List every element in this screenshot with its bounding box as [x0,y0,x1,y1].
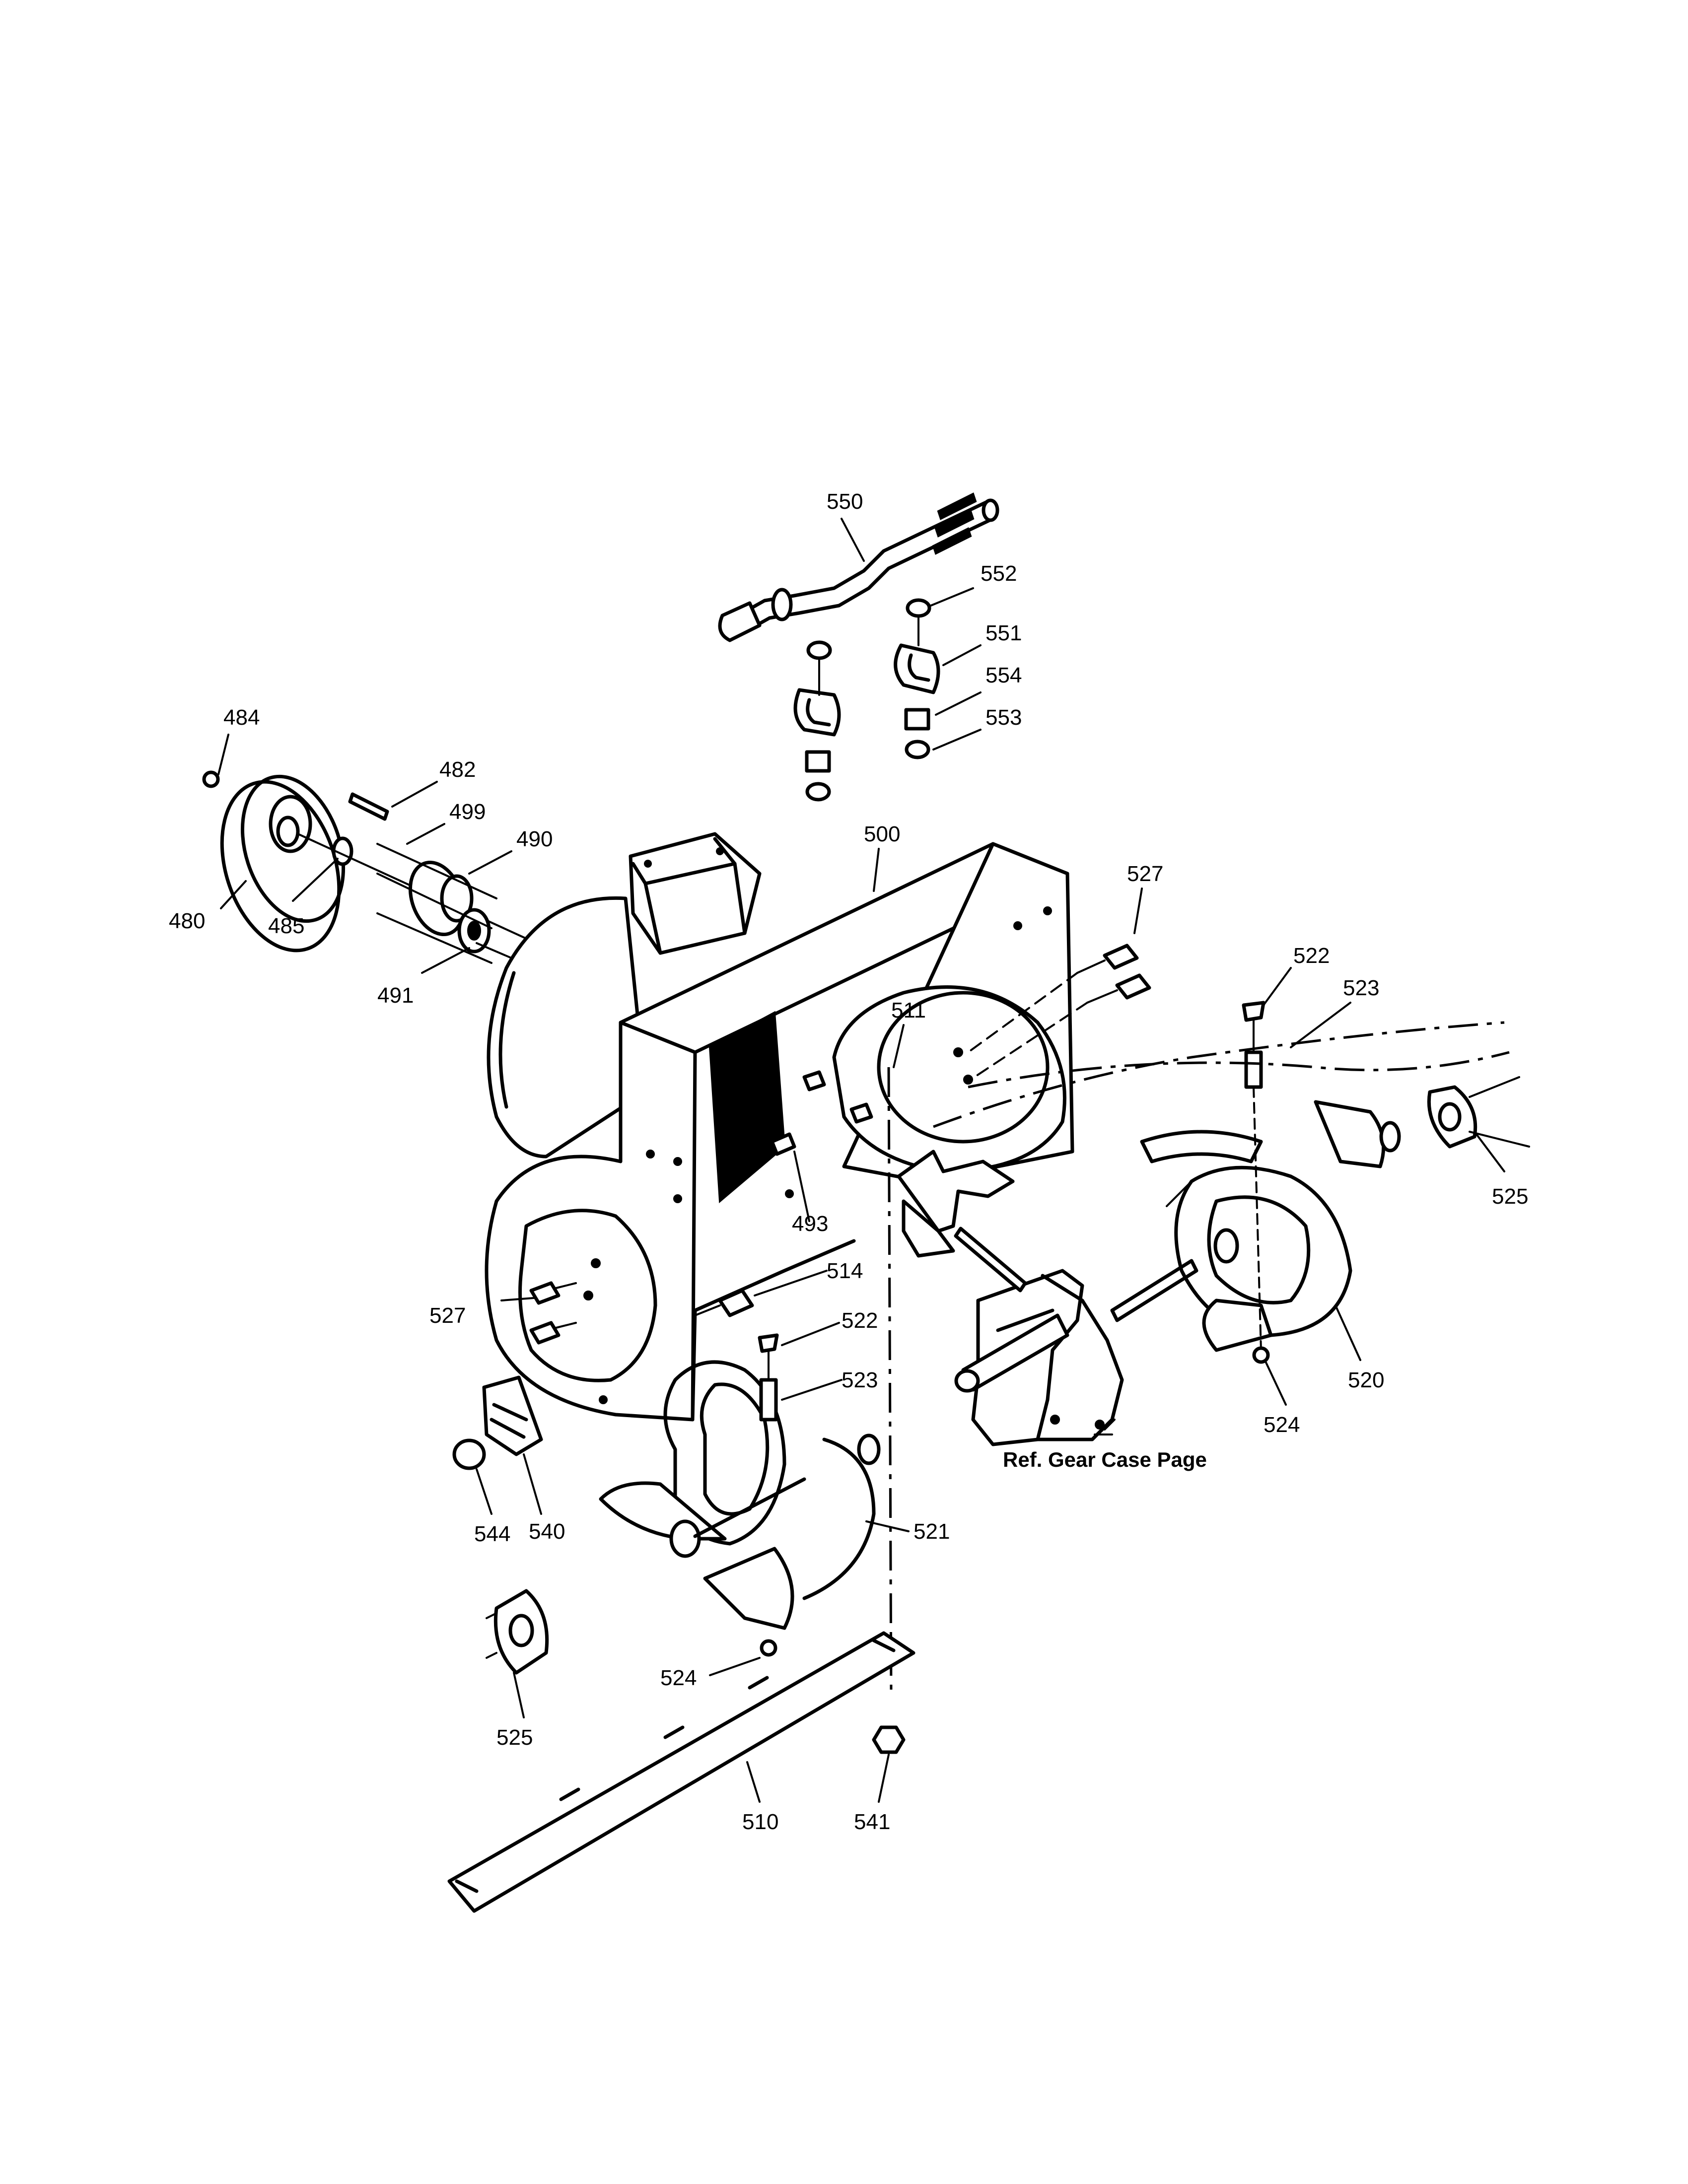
bearing-flange-left [486,1589,549,1675]
callout-522-lower: 522 [842,1308,878,1333]
callout-500: 500 [864,822,900,846]
callout-525-right: 525 [1492,1184,1528,1209]
hex-nut [872,1725,906,1754]
bearing-flange-right [1427,1076,1530,1149]
centerline-upper [933,1021,1505,1128]
callout-553: 553 [985,705,1022,730]
auger-right [1140,1100,1401,1352]
callout-527-lower: 527 [429,1303,466,1328]
key [348,792,389,821]
pulley [202,770,537,953]
callout-540: 540 [529,1519,565,1544]
shave-plate [447,1631,915,1913]
callout-522-upper: 522 [1293,944,1330,968]
gear-case [954,1227,1198,1446]
callout-511: 511 [891,998,926,1023]
crank-bracket-right [894,598,940,759]
skid-shoe [482,1375,543,1456]
callout-552: 552 [981,561,1017,586]
bolts-left-side [529,1281,577,1345]
crank-bracket-left [793,640,841,802]
callout-524-right: 524 [1264,1413,1300,1437]
centerline-lower [968,1051,1510,1089]
auger-left [599,1360,881,1630]
callout-480: 480 [169,909,205,933]
callout-544: 544 [474,1522,510,1546]
callout-499: 499 [449,800,486,824]
shear-bolt-left [758,1333,779,1657]
shave-bracket [897,1150,1015,1258]
callout-550: 550 [827,489,863,514]
callout-527-upper: 527 [1127,862,1163,886]
shear-bolt-right [1242,1001,1270,1364]
callout-554: 554 [985,663,1022,687]
callout-491: 491 [377,983,414,1008]
leader-lines [217,518,1505,1803]
callout-484: 484 [223,705,260,730]
callout-521: 521 [914,1519,950,1544]
bolt-514 [694,1289,754,1317]
auger-housing [485,832,1074,1422]
callout-523-lower: 523 [842,1368,878,1392]
callout-520: 520 [1348,1368,1384,1392]
callout-551: 551 [985,621,1022,645]
bolts-493 [770,1070,873,1156]
callout-510: 510 [742,1810,778,1834]
bolts-right-side [967,944,1151,1081]
carriage-nut [452,1438,486,1470]
callout-514: 514 [827,1259,863,1283]
reference-gear-case-label: Ref. Gear Case Page [1003,1448,1207,1471]
callout-523-upper: 523 [1343,976,1379,1000]
bearing-flange [376,843,547,974]
callout-525-left: 525 [496,1725,533,1750]
callout-524-left: 524 [660,1666,697,1690]
callout-490: 490 [516,827,553,851]
callout-482: 482 [439,757,476,782]
callout-485: 485 [268,914,304,938]
callout-493: 493 [792,1212,828,1236]
chute-crank-rod [718,492,999,642]
callout-541: 541 [854,1810,890,1834]
